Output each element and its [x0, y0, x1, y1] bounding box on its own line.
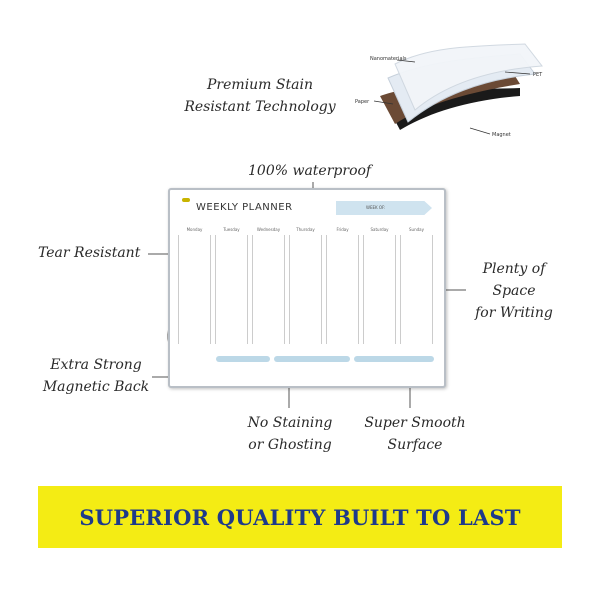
stain-line-1: Premium Stain [207, 77, 313, 93]
day-writing-area [326, 235, 359, 344]
staining-line-2: or Ghosting [248, 437, 332, 453]
day-label: Wednesday [256, 227, 281, 232]
day-writing-area [400, 235, 433, 344]
day-column-thursday: Thursday [287, 226, 324, 344]
nanomaterials-leader [396, 59, 416, 63]
day-label: Sunday [409, 227, 424, 232]
week-of-field: WEEK OF: [336, 201, 432, 215]
days-grid: Monday Tuesday Wednesday Thursday Friday… [176, 226, 438, 386]
day-label: Tuesday [223, 227, 240, 232]
stain-line-2: Resistant Technology [184, 99, 336, 115]
day-writing-area [178, 235, 211, 344]
smooth-callout: Super Smooth Surface [360, 412, 470, 456]
day-column-tuesday: Tuesday [213, 226, 250, 344]
day-column-monday: Monday [176, 226, 213, 344]
nanomaterials-layer [394, 43, 543, 111]
space-line-2: Space [492, 283, 536, 299]
day-writing-area [252, 235, 285, 344]
magnetic-line-2: Magnetic Back [42, 379, 150, 395]
smooth-line-1: Super Smooth [364, 415, 466, 431]
magnet-leader [469, 127, 491, 135]
day-label: Thursday [296, 227, 315, 232]
day-column-friday: Friday [324, 226, 361, 344]
day-label: Friday [336, 227, 349, 232]
magnet-label: Magnet [492, 132, 511, 138]
planner-title: WEEKLY PLANNER [196, 202, 293, 213]
space-line-3: for Writing [475, 305, 553, 321]
smooth-line-2: Surface [387, 437, 443, 453]
quality-banner-text: SUPERIOR QUALITY BUILT TO LAST [79, 504, 521, 530]
paper-leader [373, 100, 394, 105]
planner-inner: WEEKLY PLANNER WEEK OF: Monday Tuesday W… [176, 196, 438, 380]
quality-banner: SUPERIOR QUALITY BUILT TO LAST [38, 486, 562, 548]
staining-callout: No Staining or Ghosting [238, 412, 342, 456]
magnetic-callout: Extra Strong Magnetic Back [38, 354, 154, 398]
waterproof-callout: 100% waterproof [248, 163, 372, 179]
nanomaterials-label: Nanomaterials [370, 56, 407, 62]
notes-bar-2 [274, 356, 350, 362]
weekly-planner-board: WEEKLY PLANNER WEEK OF: Monday Tuesday W… [168, 188, 446, 388]
space-line-1: Plenty of [482, 261, 546, 277]
brand-logo-icon [182, 198, 190, 202]
paper-label: Paper [355, 99, 370, 105]
day-writing-area [363, 235, 396, 344]
day-column-wednesday: Wednesday [250, 226, 287, 344]
day-column-sunday: Sunday [398, 226, 435, 344]
day-writing-area [215, 235, 248, 344]
day-label: Saturday [370, 227, 389, 232]
stain-callout: Premium Stain Resistant Technology [176, 74, 344, 118]
notes-bar-3 [354, 356, 434, 362]
notes-bar-1 [216, 356, 270, 362]
day-label: Monday [186, 227, 203, 232]
pet-leader [504, 71, 531, 75]
day-writing-area [289, 235, 322, 344]
magnetic-line-1: Extra Strong [50, 357, 142, 373]
tear-callout: Tear Resistant [38, 245, 141, 261]
staining-line-1: No Staining [247, 415, 333, 431]
day-column-saturday: Saturday [361, 226, 398, 344]
pet-label: PET [533, 72, 543, 78]
space-callout: Plenty of Space for Writing [464, 258, 564, 324]
